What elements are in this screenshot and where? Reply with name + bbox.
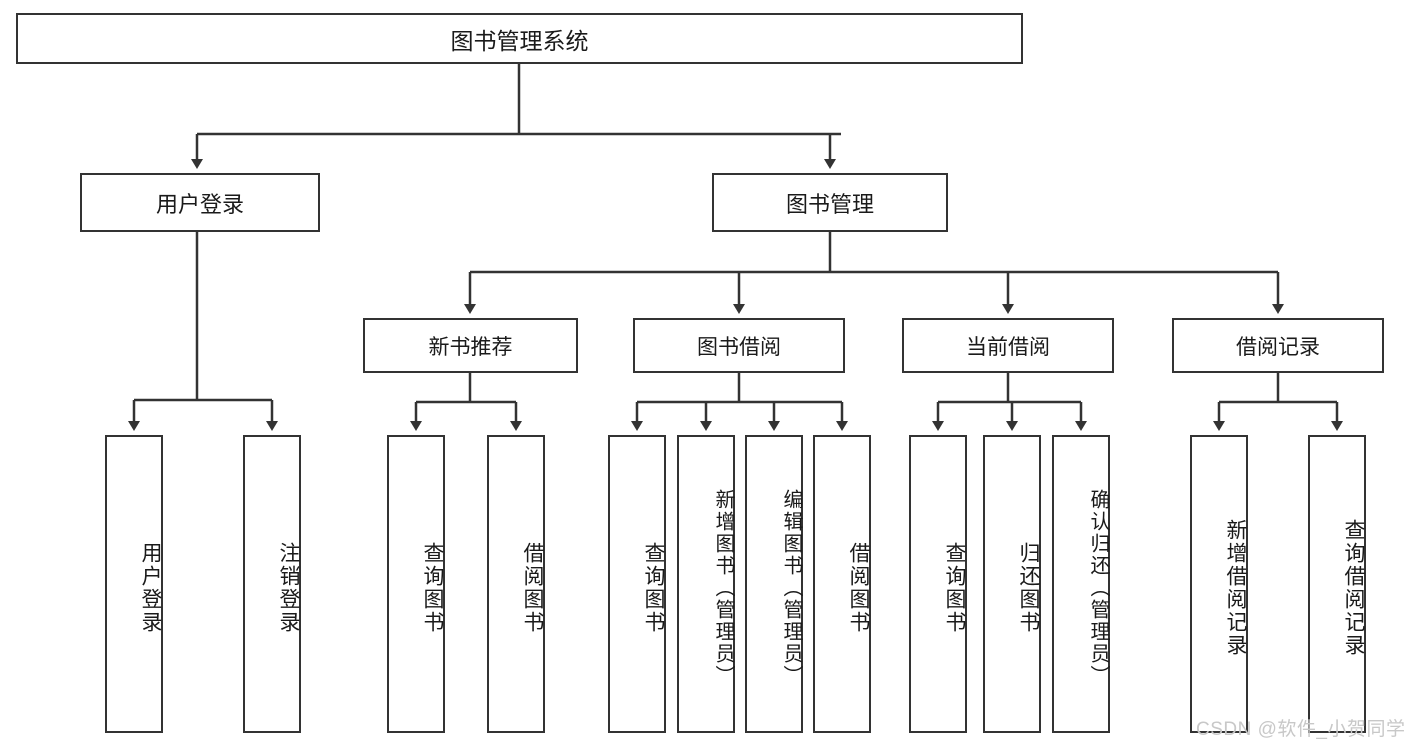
node-root-system[interactable]: 图书管理系统 <box>16 13 1023 64</box>
node-new-book-recommendation[interactable]: 新书推荐 <box>363 318 578 373</box>
leaf-query-borrow-record[interactable]: 查询借阅记录 <box>1308 435 1366 733</box>
leaf-add-book-admin[interactable]: 新增图书（管理员） <box>677 435 735 733</box>
node-borrow-records[interactable]: 借阅记录 <box>1172 318 1384 373</box>
node-user-login[interactable]: 用户登录 <box>80 173 320 232</box>
leaf-borrow-book-recommendation[interactable]: 借阅图书 <box>487 435 545 733</box>
leaf-confirm-return-admin[interactable]: 确认归还（管理员） <box>1052 435 1110 733</box>
leaf-return-book[interactable]: 归还图书 <box>983 435 1041 733</box>
leaf-logout[interactable]: 注销登录 <box>243 435 301 733</box>
leaf-user-login[interactable]: 用户登录 <box>105 435 163 733</box>
leaf-borrow-book[interactable]: 借阅图书 <box>813 435 871 733</box>
leaf-query-book-borrowing[interactable]: 查询图书 <box>608 435 666 733</box>
node-book-management[interactable]: 图书管理 <box>712 173 948 232</box>
leaf-add-borrow-record[interactable]: 新增借阅记录 <box>1190 435 1248 733</box>
leaf-query-book-current[interactable]: 查询图书 <box>909 435 967 733</box>
leaf-query-book-recommendation[interactable]: 查询图书 <box>387 435 445 733</box>
csdn-watermark: CSDN @软件_小贺同学 <box>1196 719 1405 740</box>
node-current-borrowing[interactable]: 当前借阅 <box>902 318 1114 373</box>
node-book-borrowing[interactable]: 图书借阅 <box>633 318 845 373</box>
leaf-edit-book-admin[interactable]: 编辑图书（管理员） <box>745 435 803 733</box>
